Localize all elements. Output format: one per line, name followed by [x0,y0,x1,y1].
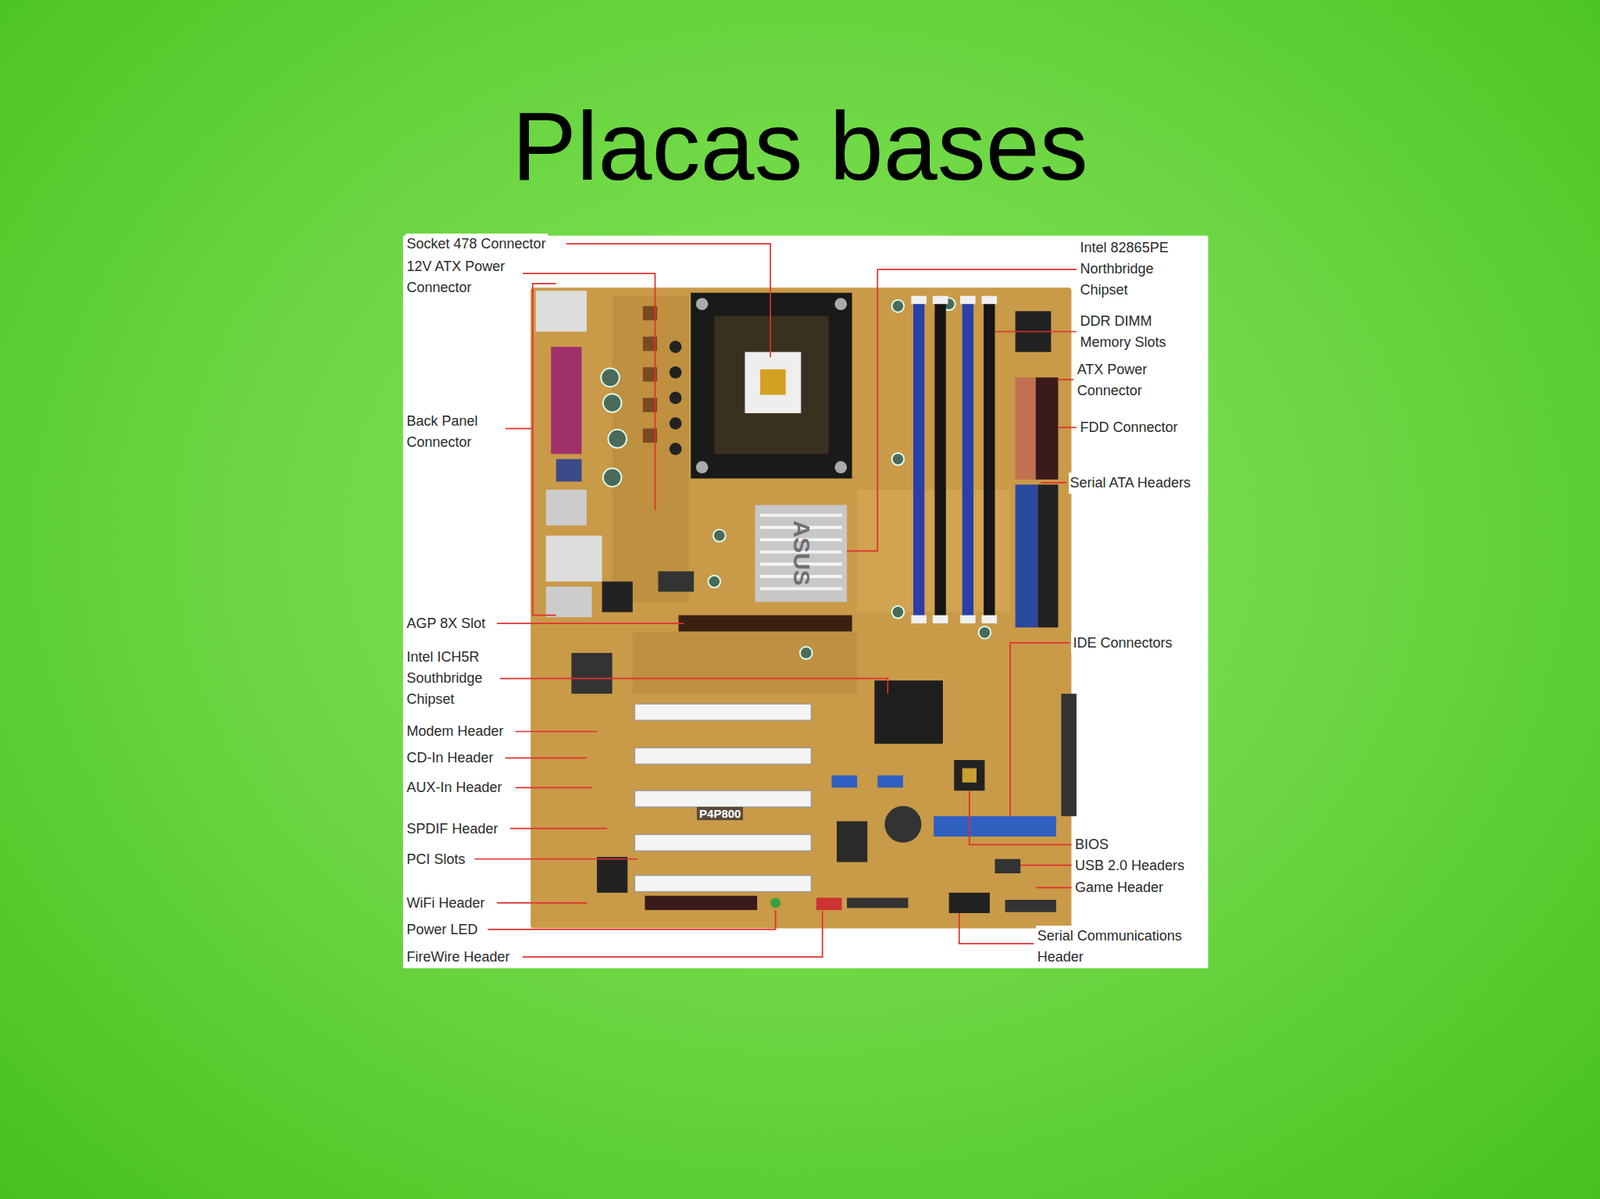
callout-label: Power LED [405,919,480,941]
callout-label: DDR DIMM Memory Slots [1078,310,1185,354]
callout-label: Game Header [1073,877,1165,899]
callout-label: ATX Power Connector [1075,359,1176,402]
callout-label: AUX-In Header [405,777,504,799]
callout-label: IDE Connectors [1071,632,1174,654]
brand-mark: ASUS [787,520,815,586]
callout-label: Serial ATA Headers [1068,472,1193,494]
callout-label: Intel ICH5R Southbridge Chipset [405,646,501,711]
callout-label: Back Panel Connector [405,410,506,454]
callout-label: BIOS [1073,834,1111,856]
callout-label: AGP 8X Slot [405,613,488,635]
callout-label: Modem Header [405,721,506,743]
callout-label: CD-In Header [405,747,496,769]
callout-label: Intel 82865PE Northbridge Chipset [1078,237,1185,301]
slide-title: Placas bases [0,90,1600,203]
callout-label: WiFi Header [405,892,487,915]
callout-label: 12V ATX Power Connector [405,256,523,299]
callout-label: FireWire Header [405,946,512,968]
callout-label: Serial Communications Header [1035,925,1208,968]
callout-label: PCI Slots [405,849,468,871]
model-mark: P4P800 [696,807,743,821]
callout-label: USB 2.0 Headers [1073,855,1186,877]
callout-label: Socket 478 Connector [405,233,548,255]
callout-label: FDD Connector [1078,417,1180,439]
callout-label: SPDIF Header [405,818,500,840]
